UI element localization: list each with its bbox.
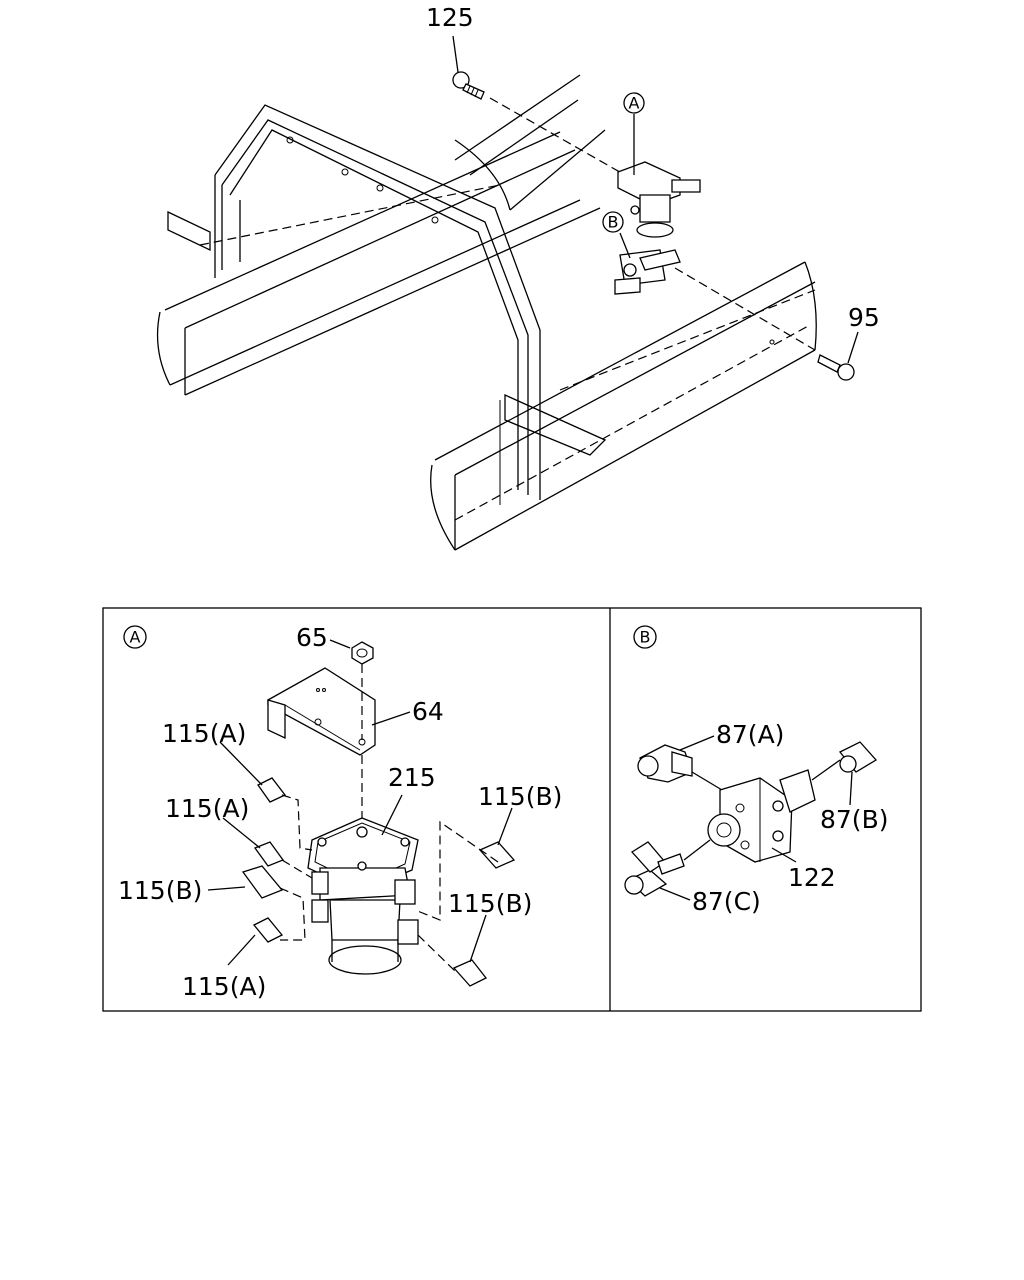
valve-assembly-small-icon [617, 161, 701, 238]
bolt-125-icon [452, 71, 485, 100]
callout-95: 95 [848, 303, 880, 332]
relay-valve-215-icon [307, 817, 419, 975]
marker-b-top-label: B [608, 213, 619, 232]
tee-fitting-small-icon [614, 249, 681, 295]
adapter-b3-icon [452, 959, 487, 987]
callout-64: 64 [412, 697, 444, 726]
callout-115a-1: 115(A) [162, 719, 246, 748]
marker-a-top: A [623, 92, 645, 114]
bracket-64-icon [267, 667, 376, 756]
callout-87b: 87(B) [820, 805, 888, 834]
tee-block-122-icon [707, 769, 816, 863]
callout-115b-2: 115(B) [478, 782, 562, 811]
elbow-87a-icon [637, 744, 693, 783]
marker-b-detail: B [633, 625, 657, 649]
fitting-87b-icon [838, 741, 878, 773]
bolt-95-icon [817, 354, 855, 381]
marker-b-top: B [602, 211, 624, 233]
detail-a-panel: A 65 64 [118, 623, 562, 1001]
callout-115a-3: 115(A) [182, 972, 266, 1001]
marker-a-detail: A [123, 625, 147, 649]
adapter-a1-icon [257, 777, 287, 803]
adapter-a3-icon [252, 917, 284, 943]
detail-b-panel: B 87(A) 122 87(B) [624, 625, 888, 916]
callout-87a: 87(A) [716, 720, 784, 749]
chassis-frame [156, 74, 817, 551]
marker-a-top-label: A [629, 94, 640, 113]
detail-frame [102, 607, 922, 1012]
adapter-b2-icon [478, 841, 516, 869]
callout-65: 65 [296, 623, 328, 652]
marker-b-detail-label: B [640, 628, 651, 647]
callout-115a-2: 115(A) [165, 794, 249, 823]
adapter-a2-icon [253, 841, 285, 867]
callout-122: 122 [788, 863, 836, 892]
callout-125: 125 [426, 3, 474, 32]
nut-65-icon [351, 641, 374, 665]
callout-115b-3: 115(B) [448, 889, 532, 918]
callout-215: 215 [388, 763, 436, 792]
elbow-87c-icon [624, 841, 685, 897]
callout-87c: 87(C) [692, 887, 761, 916]
callout-115b-1: 115(B) [118, 876, 202, 905]
adapter-b1-icon [241, 865, 284, 899]
marker-a-detail-label: A [130, 628, 141, 647]
